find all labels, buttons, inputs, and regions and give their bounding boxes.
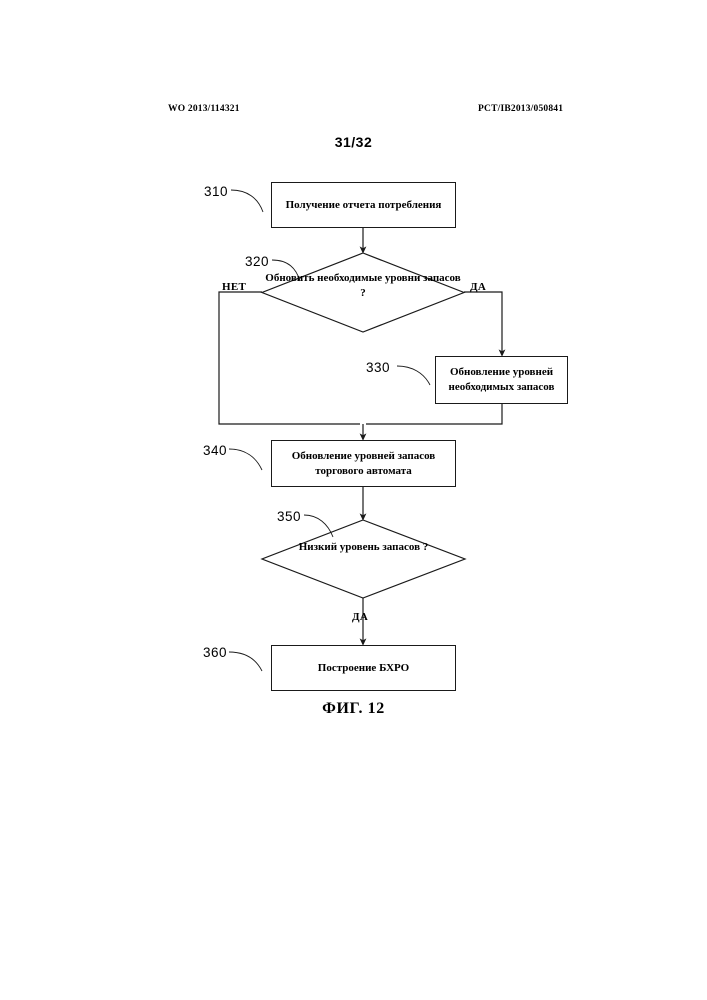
branch-label-yes-320: ДА <box>470 281 487 293</box>
sheet-page-number: 31/32 <box>334 134 373 150</box>
branch-label-yes-350: ДА <box>352 611 369 623</box>
connector-330-to-merge <box>366 404 503 425</box>
reference-numeral-350: 350 <box>277 509 302 524</box>
figure-caption: ФИГ. 12 <box>322 700 385 717</box>
reference-numeral-310: 310 <box>204 184 229 199</box>
connector-320-yes <box>464 291 506 357</box>
application-number: PCT/IB2013/050841 <box>478 104 564 114</box>
leader-340 <box>228 448 263 471</box>
reference-numeral-330: 330 <box>366 360 391 375</box>
decision-node-350-label: Низкий уровень запасов ? <box>298 541 429 553</box>
process-node-360: Построение БХРО <box>271 645 456 691</box>
decision-node-320-label: Обновить необходимые уровни запасов ? <box>265 272 461 299</box>
decision-node-320: Обновить необходимые уровни запасов ? <box>262 253 464 332</box>
process-node-340: Обновление уровней запасов торгового авт… <box>271 440 456 487</box>
process-node-330: Обновление уровней необходимых запасов <box>435 356 568 404</box>
leader-330 <box>396 365 431 386</box>
leader-310 <box>230 189 264 213</box>
branch-label-no-320: НЕТ <box>222 281 247 293</box>
reference-numeral-340: 340 <box>203 443 228 458</box>
process-node-310: Получение отчета потребления <box>271 182 456 228</box>
leader-360 <box>228 651 263 672</box>
publication-number: WO 2013/114321 <box>168 104 240 114</box>
reference-numeral-320: 320 <box>245 254 270 269</box>
decision-node-350: Низкий уровень запасов ? <box>262 520 465 598</box>
reference-numeral-360: 360 <box>203 645 228 660</box>
